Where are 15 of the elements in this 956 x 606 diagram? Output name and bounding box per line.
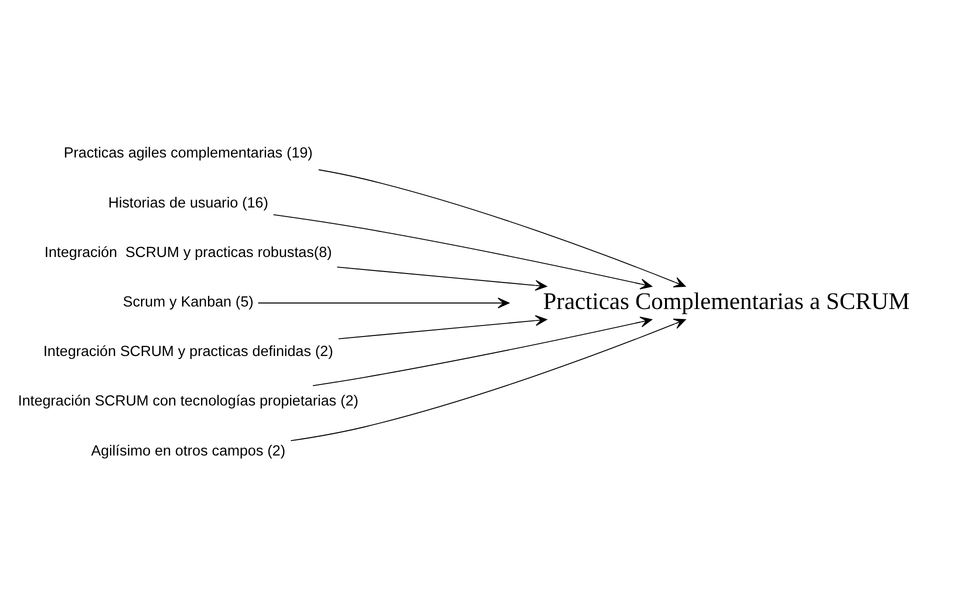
node-text: Historias de usuario (16) bbox=[108, 195, 268, 212]
arrow bbox=[272, 214, 652, 290]
node-text: Integración SCRUM con tecnologías propietarias (2) bbox=[18, 394, 358, 410]
node-text: Integración SCRUM y practicas definidas (2) bbox=[43, 344, 334, 360]
arrow bbox=[258, 298, 510, 308]
node-text: Scrum y Kanban (5) bbox=[122, 294, 254, 310]
arrow bbox=[290, 318, 686, 442]
node-text: Practicas agiles complementarias (19) bbox=[64, 146, 313, 162]
node-text: Agilísimo en otros campos (2) bbox=[91, 443, 286, 460]
arrow bbox=[312, 316, 652, 386]
node-text: Practicas Complementarias a SCRUM bbox=[543, 288, 910, 315]
arrow bbox=[338, 315, 548, 340]
arrow bbox=[336, 266, 547, 291]
arrow bbox=[318, 169, 686, 288]
node-text: Integración SCRUM y practicas robustas(8) bbox=[44, 244, 332, 261]
